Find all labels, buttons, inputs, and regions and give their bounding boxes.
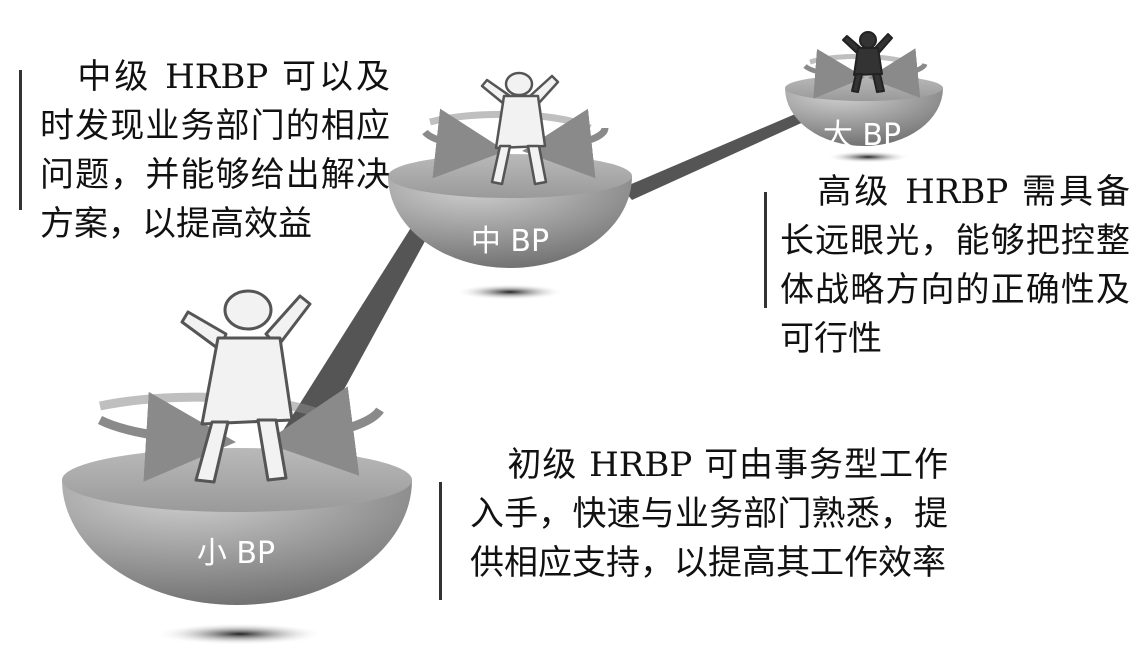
shadow-middle xyxy=(455,284,565,300)
note-bar-small xyxy=(439,482,442,600)
note-bar-large xyxy=(764,192,767,308)
person-icon-middle xyxy=(480,71,560,186)
rod-middle-large xyxy=(622,112,808,200)
person-icon-large xyxy=(842,31,893,93)
bowl-label-middle: 中 BP xyxy=(470,224,550,259)
bowl-small xyxy=(62,448,412,605)
bowl-label-small: 小 BP xyxy=(196,536,276,571)
bowl-label-large: 大 BP xyxy=(822,118,902,153)
shadow-large xyxy=(826,151,910,163)
note-bar-middle xyxy=(19,70,22,210)
person-icon-small xyxy=(180,289,312,484)
note-middle-level: 中级 HRBP 可以及时发现业务部门的相应问题，并能够给出解决方案，以提高效益 xyxy=(40,57,390,244)
note-large-level: 高级 HRBP 需具备长远眼光，能够把控整体战略方向的正确性及可行性 xyxy=(780,172,1130,359)
shadow-small xyxy=(155,623,325,645)
note-small-level: 初级 HRBP 可由事务型工作入手，快速与业务部门熟悉，提供相应支持，以提高其工… xyxy=(470,445,948,583)
